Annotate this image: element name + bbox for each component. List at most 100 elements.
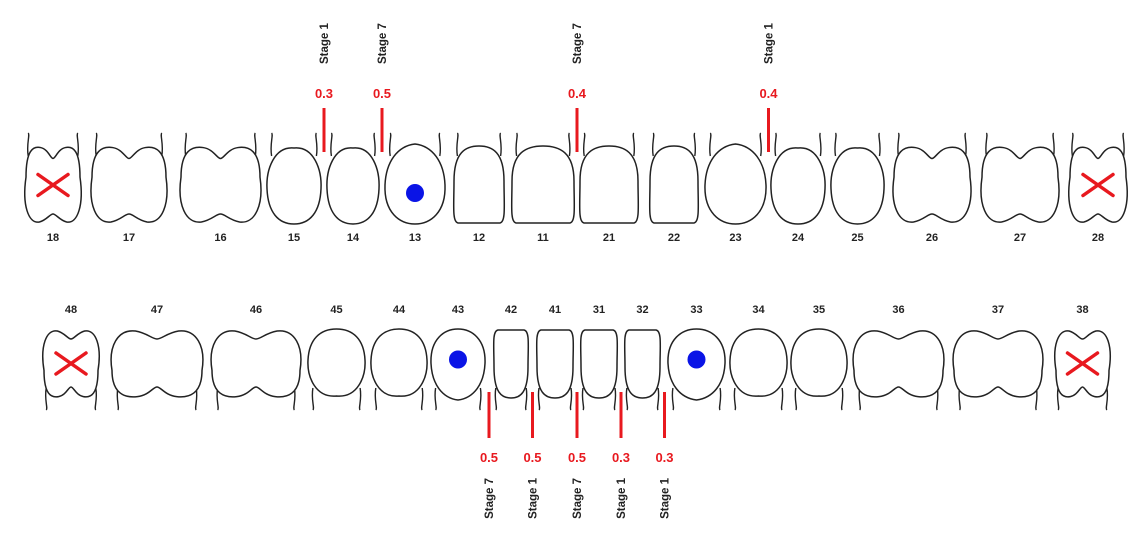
tooth-47[interactable]: 47 — [110, 304, 204, 411]
tooth-21[interactable]: 21 — [578, 132, 640, 244]
tooth-15[interactable]: 15 — [266, 132, 322, 244]
implant-marker-upper[interactable]: 0.4 Stage 1 — [759, 22, 778, 152]
tooth-number: 21 — [603, 232, 615, 244]
tooth-44-root-right — [420, 387, 424, 411]
tooth-35[interactable]: 35 — [790, 304, 848, 411]
tooth-13[interactable]: 13 — [384, 132, 446, 244]
tooth-14[interactable]: 14 — [326, 132, 380, 244]
tooth-38[interactable]: 38 — [1054, 304, 1111, 411]
tooth-24-root-left — [774, 132, 777, 157]
tooth-15-root-left — [270, 132, 273, 157]
implant-stage: Stage 1 — [764, 22, 776, 64]
tooth-number: 23 — [729, 232, 741, 244]
tooth-25-root-left — [834, 132, 837, 157]
tooth-12-root-left — [456, 132, 459, 157]
tooth-12[interactable]: 12 — [452, 132, 506, 244]
tooth-48[interactable]: 48 — [42, 304, 100, 411]
tooth-31-crown — [579, 329, 619, 399]
missing-tooth-x-icon — [1081, 172, 1115, 198]
implant-value: 0.5 — [373, 86, 391, 101]
missing-tooth-x-icon — [54, 351, 88, 376]
tooth-number: 37 — [992, 304, 1004, 316]
tooth-45[interactable]: 45 — [307, 304, 366, 411]
implant-value: 0.3 — [612, 450, 630, 465]
tooth-24[interactable]: 24 — [770, 132, 826, 244]
tooth-number: 38 — [1076, 304, 1088, 316]
tooth-number: 42 — [505, 304, 517, 316]
tooth-33-root-right — [718, 387, 722, 411]
tooth-43[interactable]: 43 — [430, 304, 486, 411]
tooth-23[interactable]: 23 — [704, 132, 767, 244]
tooth-17-root-right — [160, 132, 164, 157]
tooth-35-root-left — [794, 387, 798, 411]
tooth-45-crown — [307, 328, 366, 397]
implant-value: 0.5 — [523, 450, 541, 465]
tooth-44[interactable]: 44 — [370, 304, 428, 411]
tooth-43-root-left — [434, 387, 437, 411]
tooth-46[interactable]: 46 — [210, 304, 302, 411]
tooth-number: 16 — [214, 232, 226, 244]
tooth-36[interactable]: 36 — [852, 304, 945, 411]
tooth-42[interactable]: 42 — [492, 304, 530, 411]
tooth-17[interactable]: 17 — [90, 132, 168, 244]
treatment-dot-icon — [406, 184, 424, 202]
tooth-13-root-left — [388, 132, 392, 157]
tooth-48-root-right — [94, 387, 98, 411]
tooth-22[interactable]: 22 — [648, 132, 700, 244]
tooth-44-crown — [370, 328, 428, 397]
tooth-41-root-right — [569, 387, 573, 411]
tooth-16[interactable]: 16 — [179, 132, 262, 244]
tooth-18[interactable]: 18 — [24, 132, 82, 244]
tooth-11-root-right — [568, 132, 571, 157]
tooth-28[interactable]: 28 — [1068, 132, 1128, 244]
tooth-35-root-right — [840, 387, 844, 411]
tooth-34-root-left — [733, 387, 737, 411]
tooth-31[interactable]: 31 — [579, 304, 619, 411]
tooth-41[interactable]: 41 — [535, 304, 575, 411]
tooth-37-crown — [952, 330, 1044, 398]
tooth-42-crown — [492, 329, 530, 399]
tooth-25[interactable]: 25 — [830, 132, 885, 244]
tooth-27[interactable]: 27 — [980, 132, 1060, 244]
tooth-15-crown — [266, 147, 322, 225]
tooth-number: 35 — [813, 304, 825, 316]
tooth-24-root-right — [819, 132, 822, 157]
tooth-32[interactable]: 32 — [623, 304, 662, 411]
tooth-37[interactable]: 37 — [952, 304, 1044, 411]
tooth-36-crown — [852, 330, 945, 398]
tooth-number: 12 — [473, 232, 485, 244]
implant-value: 0.5 — [568, 450, 586, 465]
tooth-38-root-right — [1105, 387, 1109, 411]
tooth-14-root-right — [373, 132, 376, 157]
implant-stage: Stage 7 — [572, 478, 584, 519]
tooth-31-root-right — [613, 387, 617, 411]
tooth-22-crown — [648, 145, 700, 224]
tooth-18-root-left — [26, 132, 30, 157]
tooth-28-root-right — [1122, 132, 1125, 157]
tooth-26[interactable]: 26 — [892, 132, 972, 244]
implant-stage: Stage 1 — [528, 477, 540, 519]
tooth-33[interactable]: 33 — [667, 304, 726, 411]
missing-tooth-x-icon — [36, 172, 70, 198]
tooth-number: 34 — [752, 304, 765, 316]
tooth-34[interactable]: 34 — [729, 304, 788, 411]
implant-value: 0.4 — [759, 86, 778, 101]
tooth-number: 44 — [393, 304, 406, 316]
tooth-11[interactable]: 11 — [510, 132, 576, 244]
tooth-26-root-right — [964, 132, 967, 157]
tooth-13-root-right — [438, 132, 442, 157]
tooth-number: 27 — [1014, 232, 1026, 244]
tooth-number: 11 — [537, 232, 549, 244]
tooth-number: 43 — [452, 304, 464, 316]
tooth-number: 41 — [549, 304, 561, 316]
